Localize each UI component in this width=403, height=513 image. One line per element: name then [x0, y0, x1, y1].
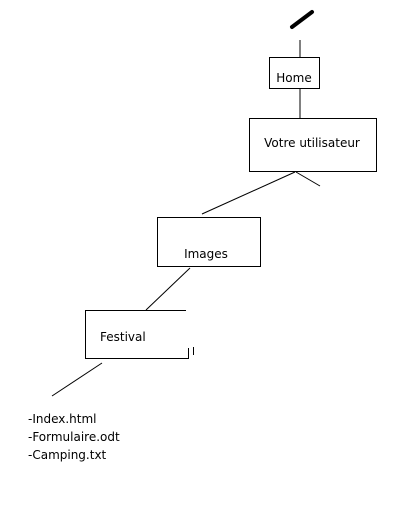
- node-user: Votre utilisateur: [249, 118, 377, 172]
- node-home-box: [269, 57, 320, 89]
- node-festival-label: Festival: [100, 330, 146, 344]
- node-home-label: Home: [276, 71, 311, 85]
- root-mark: [290, 10, 314, 29]
- file-list: -Index.html -Formulaire.odt -Camping.txt: [28, 410, 120, 464]
- node-images-label: Images: [184, 247, 228, 261]
- connector-images-festival: [145, 267, 191, 311]
- connector-user-images: [201, 171, 296, 215]
- file-item-index: -Index.html: [28, 412, 97, 426]
- node-user-label: Votre utilisateur: [264, 136, 360, 150]
- node-festival: Festival: [85, 310, 194, 359]
- connector-festival-files: [51, 362, 103, 397]
- node-home: Home: [269, 57, 320, 89]
- file-item-formulaire: -Formulaire.odt: [28, 430, 120, 444]
- node-images: Images: [157, 217, 261, 267]
- node-user-box: [249, 118, 377, 172]
- connector-user-branch: [295, 171, 321, 187]
- file-item-camping: -Camping.txt: [28, 448, 107, 462]
- node-festival-box: [85, 310, 189, 359]
- node-images-box: [157, 217, 261, 267]
